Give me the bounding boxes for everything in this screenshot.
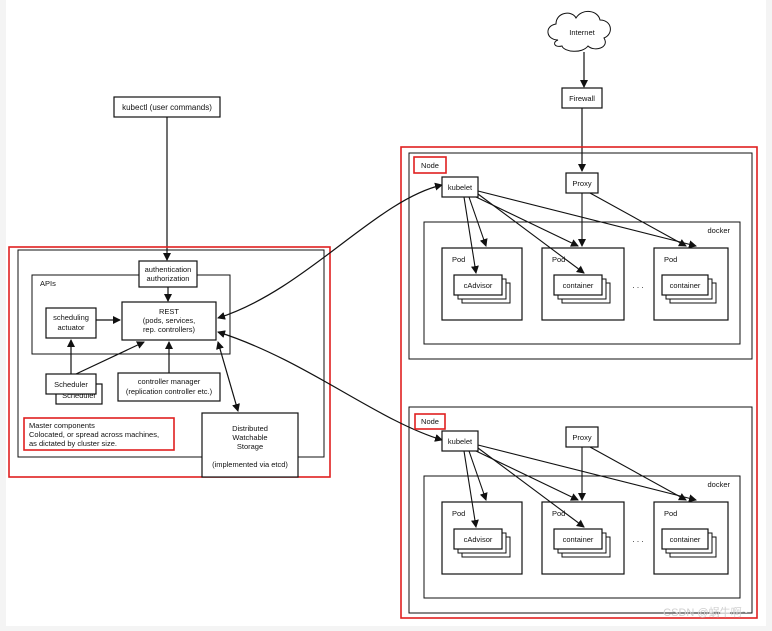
auth-line2: authorization [147, 274, 190, 283]
scheduler-box: Scheduler Scheduler [45, 373, 103, 405]
node-1-pod-3-label: Pod [664, 255, 677, 264]
scheduler-back-label: Scheduler [62, 391, 96, 400]
scheduling-actuator-box: scheduling actuator [45, 307, 97, 339]
node-1-pod-2-container [553, 274, 603, 296]
storage-line1: Distributed [232, 424, 268, 433]
node-1-pod-2-container-label: container [563, 281, 594, 290]
rest-kubelet1-arrow [217, 182, 443, 320]
storage-line2: Watchable [232, 433, 267, 442]
rest-box: REST (pods, services, rep. controllers) [121, 301, 217, 341]
node-1-pod-2-label: Pod [552, 255, 565, 264]
scheduler-to-rest-arrow [75, 341, 145, 375]
node-2-kubelet-label: kubelet [448, 437, 473, 446]
scheduling-line2: actuator [57, 323, 85, 332]
storage-line4: (implemented via etcd) [212, 460, 288, 469]
node-2-label: Node [421, 417, 439, 426]
node-2-pod-1-label: Pod [452, 509, 465, 518]
rest-storage-arrow [216, 341, 240, 412]
scheduler-label: Scheduler [54, 380, 88, 389]
node-1-pod-1-label: Pod [452, 255, 465, 264]
auth-box: authentication authorization [138, 260, 198, 288]
node-1-tag [413, 156, 447, 174]
node-1-pod-3-container [661, 274, 709, 296]
storage-box: Distributed Watchable Storage (implement… [201, 412, 299, 478]
firewall-label: Firewall [569, 94, 595, 103]
node-2-proxy-label: Proxy [572, 433, 591, 442]
node-2-pod-1-container-label: cAdvisor [464, 535, 493, 544]
master-note-line3: as dictated by cluster size. [29, 439, 117, 448]
node-2-pod-3-container-label: container [670, 535, 701, 544]
controller-line1: controller manager [138, 377, 201, 386]
rest-kubelet2-arrow [217, 330, 443, 442]
node-1-pod-1-container-label: cAdvisor [464, 281, 493, 290]
node-1-ellipsis: . . . [632, 281, 643, 290]
storage-line3: Storage [237, 442, 263, 451]
auth-line1: authentication [145, 265, 192, 274]
node-2-pod-1-container [453, 528, 503, 550]
watermark: CSDN @蜗牛啊~ [663, 607, 748, 619]
rest-line3: rep. controllers) [143, 325, 196, 334]
apis-label: APIs [40, 279, 56, 288]
node-2-kubelet-box [441, 430, 479, 452]
node-1-pod-3-container-label: container [670, 281, 701, 290]
node-2-tag [414, 413, 446, 430]
node-2-pod-3-container [661, 528, 709, 550]
rest-line2: (pods, services, [143, 316, 196, 325]
internet-label: Internet [569, 28, 595, 37]
master-note: Master components Colocated, or spread a… [23, 417, 175, 451]
node-2-ellipsis: . . . [632, 535, 643, 544]
kubectl-box: kubectl (user commands) [113, 96, 221, 118]
controller-manager-box: controller manager (replication controll… [117, 372, 221, 402]
node-2: Node kubelet Proxy docker Pod cAdvisor P… [408, 406, 753, 614]
rest-line1: REST [159, 307, 179, 316]
node-2-pod-2-container [553, 528, 603, 550]
node-1-label: Node [421, 161, 439, 170]
controller-line2: (replication controller etc.) [126, 387, 213, 396]
architecture-diagram: Internet Firewall kubectl (user commands… [8, 11, 758, 619]
node-1-kubelet-label: kubelet [448, 183, 473, 192]
node-1-docker-label: docker [707, 226, 730, 235]
node-1-kubelet-box [441, 176, 479, 198]
kubectl-label: kubectl (user commands) [122, 103, 212, 112]
node-1-pod-1-container [453, 274, 503, 296]
master-note-line2: Colocated, or spread across machines, [29, 430, 159, 439]
node-2-pod-3-label: Pod [664, 509, 677, 518]
internet-cloud: Internet [547, 11, 611, 52]
node-1: Node kubelet Proxy docker Pod cAdvisor P… [408, 152, 753, 360]
diagram-canvas: Internet Firewall kubectl (user commands… [6, 0, 766, 626]
node-2-docker-label: docker [707, 480, 730, 489]
firewall-box: Firewall [561, 87, 603, 109]
master-note-line1: Master components [29, 421, 95, 430]
node-2-pod-2-container-label: container [563, 535, 594, 544]
node-1-proxy-label: Proxy [572, 179, 591, 188]
scheduling-line1: scheduling [53, 313, 89, 322]
node-2-pod-2-label: Pod [552, 509, 565, 518]
